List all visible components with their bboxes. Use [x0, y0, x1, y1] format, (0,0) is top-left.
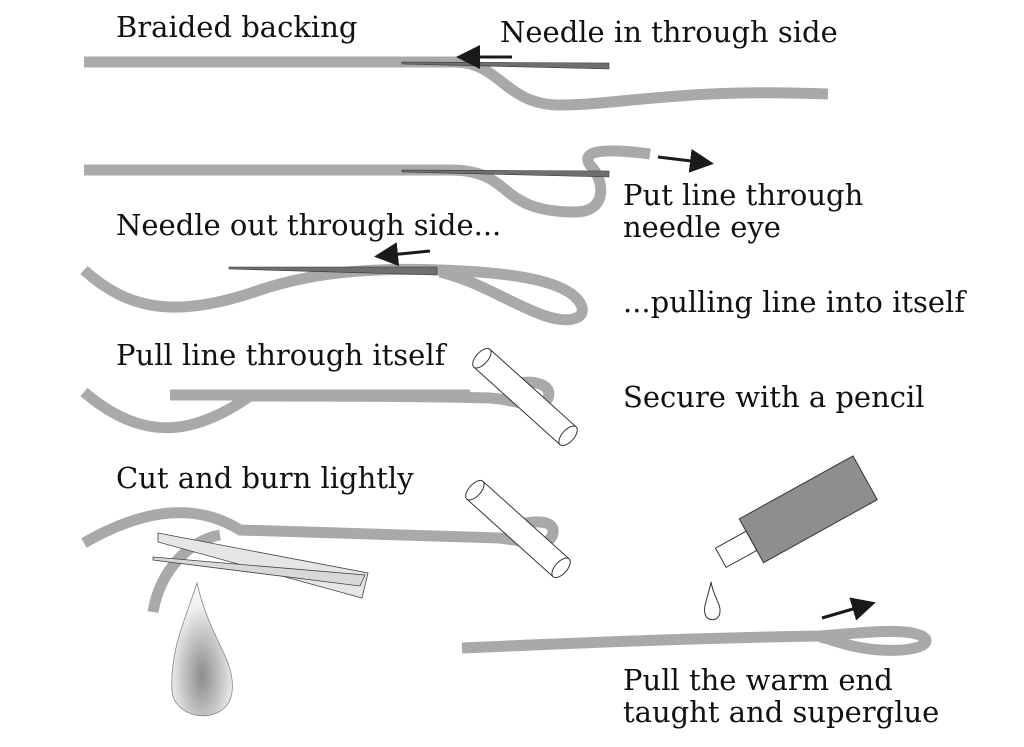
glue-drop-icon	[704, 581, 721, 621]
arrow-right-icon	[657, 148, 714, 173]
loop-line	[80, 263, 588, 326]
label-needle-out: Needle out through side...	[116, 208, 501, 242]
pencil-icon	[465, 479, 571, 579]
step-cut-burn	[81, 479, 571, 717]
flame-icon	[171, 581, 233, 717]
step-pull-through	[80, 347, 578, 447]
pulled-line	[80, 376, 555, 434]
backing-line-2	[84, 145, 651, 218]
label-secure-pencil: Secure with a pencil	[623, 380, 925, 414]
needle	[228, 266, 438, 276]
needle	[401, 61, 610, 70]
cut-line	[81, 507, 559, 549]
labels: Braided backing Needle in through side P…	[116, 10, 967, 729]
label-put-line-1: Put line through	[623, 178, 863, 212]
scissors-icon	[152, 532, 369, 599]
pencil-icon	[472, 347, 578, 447]
label-pull-line-through: Pull line through itself	[116, 338, 448, 372]
label-put-line-2: needle eye	[623, 210, 781, 244]
arrow-right-icon	[821, 597, 876, 621]
braided-backing-line	[84, 56, 829, 111]
step-needle-out	[80, 242, 588, 326]
arrow-left-icon	[374, 242, 431, 267]
label-pull-warm-2: taught and superglue	[623, 695, 939, 729]
glue-tube-icon	[714, 455, 878, 569]
label-braided-backing: Braided backing	[116, 10, 357, 44]
step-needle-in	[84, 45, 829, 111]
step-superglue	[461, 455, 932, 656]
label-needle-in: Needle in through side	[500, 15, 838, 49]
step-line-through-eye	[84, 145, 714, 218]
label-pull-warm-1: Pull the warm end	[623, 663, 893, 697]
finished-line	[461, 625, 932, 656]
label-cut-burn: Cut and burn lightly	[116, 461, 414, 495]
needle	[401, 169, 610, 178]
label-pulling-line: ...pulling line into itself	[623, 285, 967, 319]
